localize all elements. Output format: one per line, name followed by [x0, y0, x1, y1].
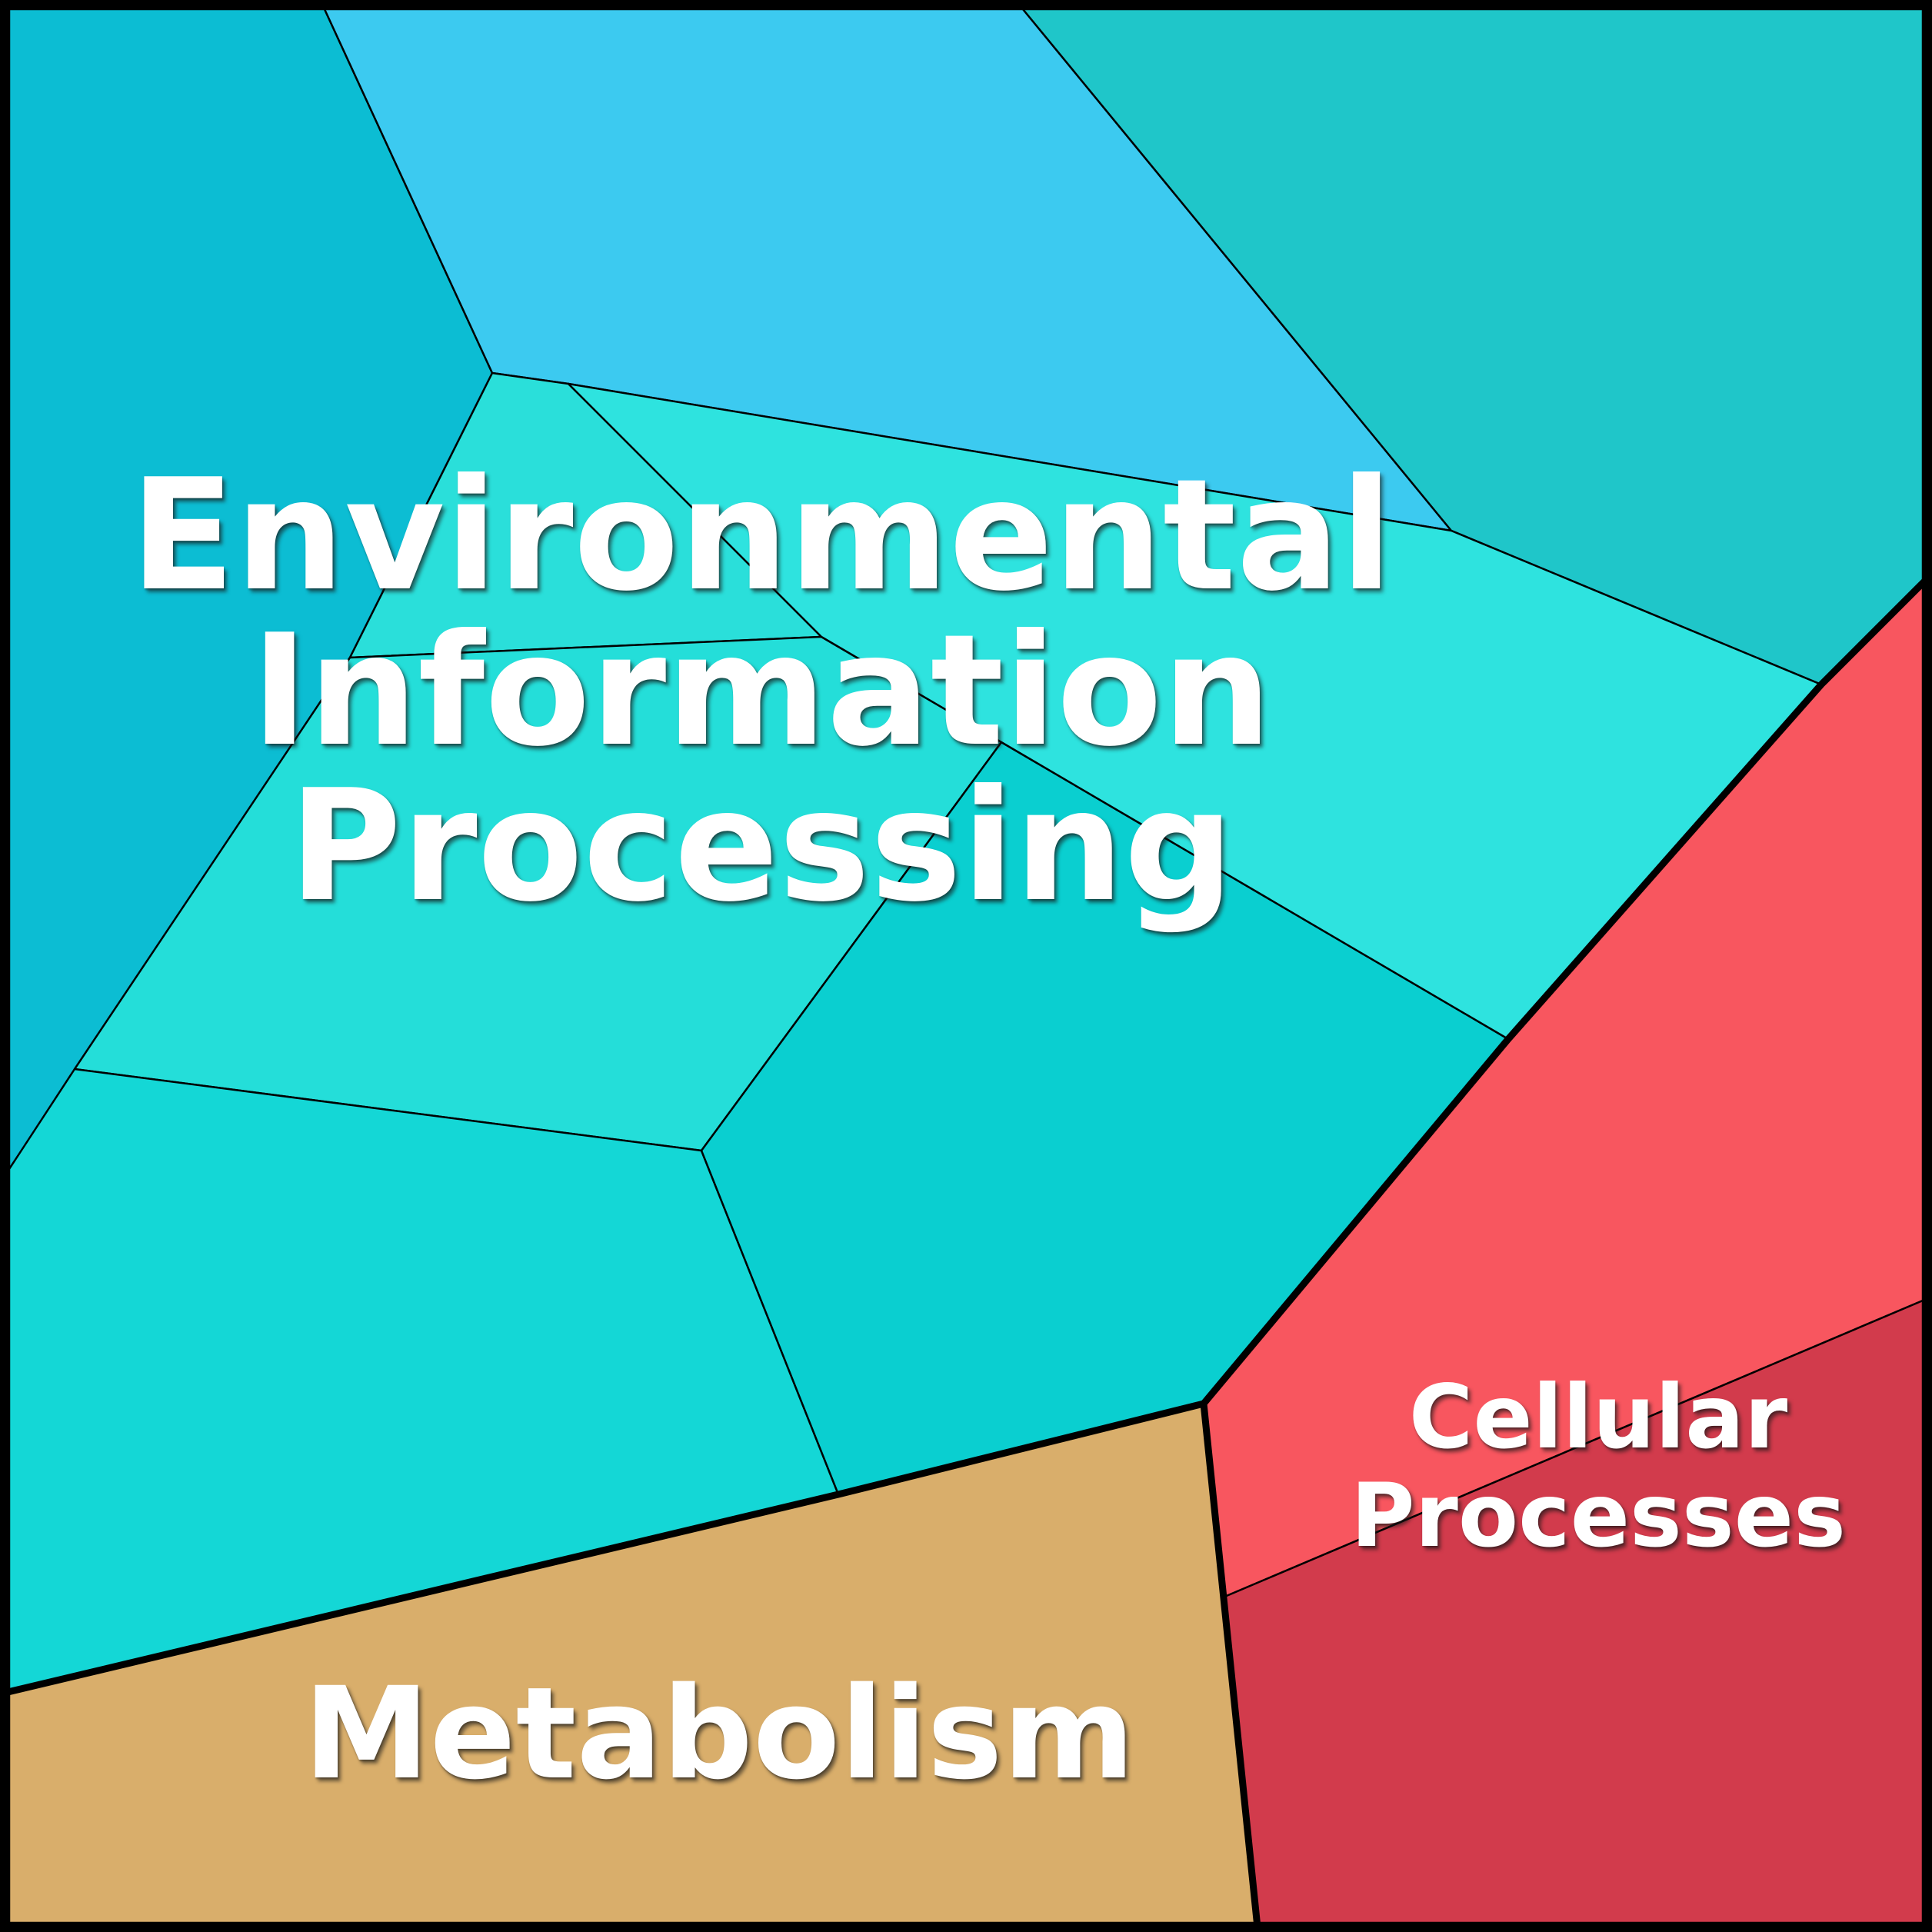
cluster-borders-layer	[1, 575, 1931, 1931]
border-metabolism-top	[1, 1400, 1208, 1697]
cells-layer	[8, 8, 1924, 1924]
border-cellular-left	[1200, 575, 1931, 1931]
